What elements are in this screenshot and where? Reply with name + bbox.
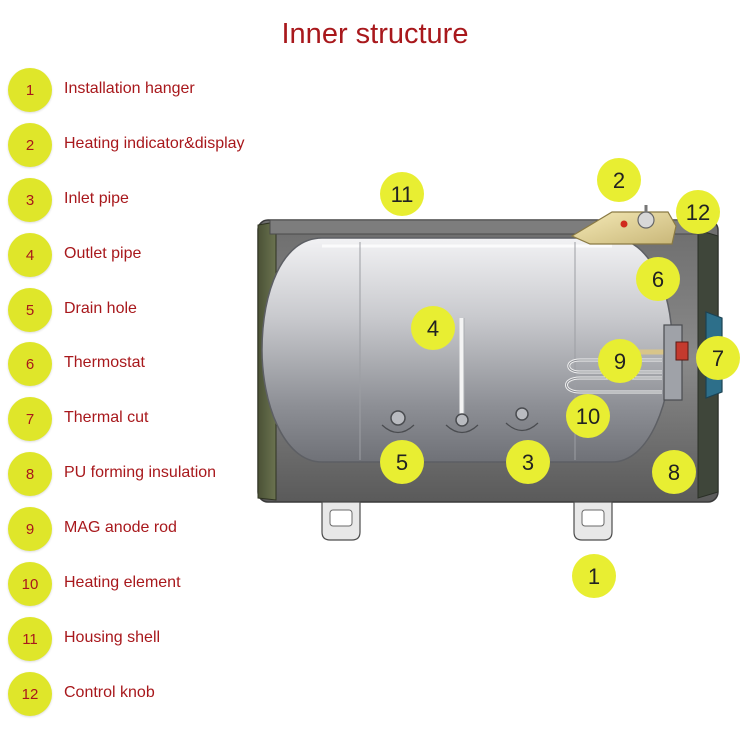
- hanger-slot: [329, 509, 353, 527]
- callout-3: 3: [506, 440, 550, 484]
- thermal-cut-block: [675, 341, 689, 361]
- legend-badge: 4: [8, 233, 52, 277]
- legend-badge: 2: [8, 123, 52, 167]
- control-knob: [637, 211, 655, 229]
- fitting-recess: [445, 424, 479, 434]
- callout-label: 10: [576, 404, 600, 429]
- hanger-slot: [581, 509, 605, 527]
- fitting-recess: [381, 424, 415, 434]
- legend-badge: 1: [8, 68, 52, 112]
- legend-item: 10 Heating element: [8, 562, 293, 606]
- legend-label: Housing shell: [64, 629, 161, 646]
- legend-item: 11 Housing shell: [8, 617, 293, 661]
- callout-label: 9: [614, 349, 626, 374]
- diagram-title: Inner structure: [281, 18, 469, 50]
- callout-12: 12: [676, 190, 720, 234]
- legend-label: Control knob: [64, 684, 155, 701]
- drain-fitting: [390, 410, 406, 426]
- inlet-fitting: [515, 407, 529, 421]
- legend-item: 6 Thermostat: [8, 342, 293, 386]
- indicator-light: [620, 220, 628, 228]
- callout-6: 6: [636, 257, 680, 301]
- legend-label: Thermal cut: [64, 409, 149, 426]
- legend-badge: 11: [8, 617, 52, 661]
- callout-1: 1: [572, 554, 616, 598]
- callout-2: 2: [597, 158, 641, 202]
- legend-badge: 12: [8, 672, 52, 716]
- callout-label: 8: [668, 460, 680, 485]
- callout-label: 12: [686, 200, 710, 225]
- legend: 1 Installation hanger 2 Heating indicato…: [0, 0, 290, 732]
- legend-item: 12 Control knob: [8, 672, 293, 716]
- legend-badge: 10: [8, 562, 52, 606]
- legend-label: Installation hanger: [64, 80, 195, 97]
- legend-label: Drain hole: [64, 300, 137, 317]
- callout-label: 11: [391, 182, 414, 207]
- legend-badge: 6: [8, 342, 52, 386]
- callout-4: 4: [411, 306, 455, 350]
- callout-label: 5: [396, 450, 408, 475]
- fitting-recess: [505, 422, 539, 432]
- legend-badge: 3: [8, 178, 52, 222]
- element-flange: [663, 324, 683, 401]
- legend-label: Thermostat: [64, 354, 145, 371]
- legend-item: 2 Heating indicator&display: [8, 123, 293, 167]
- legend-label: PU forming insulation: [64, 464, 217, 481]
- callout-8: 8: [652, 450, 696, 494]
- legend-label: Heating indicator&display: [64, 135, 245, 152]
- legend-item: 4 Outlet pipe: [8, 233, 293, 277]
- heating-element-outline: [566, 359, 662, 393]
- legend-item: 3 Inlet pipe: [8, 178, 293, 222]
- callout-label: 7: [712, 346, 724, 371]
- legend-label: Heating element: [64, 574, 181, 591]
- legend-label: Inlet pipe: [64, 190, 129, 207]
- callout-5: 5: [380, 440, 424, 484]
- legend-item: 7 Thermal cut: [8, 397, 293, 441]
- legend-item: 1 Installation hanger: [8, 68, 293, 112]
- callout-label: 4: [427, 316, 439, 341]
- callout-9: 9: [598, 339, 642, 383]
- legend-badge: 7: [8, 397, 52, 441]
- callout-label: 1: [588, 564, 600, 589]
- legend-badge: 5: [8, 288, 52, 332]
- callout-label: 6: [652, 267, 664, 292]
- callout-label: 2: [613, 168, 625, 193]
- legend-badge: 9: [8, 507, 52, 551]
- callout-10: 10: [566, 394, 610, 438]
- legend-item: 8 PU forming insulation: [8, 452, 293, 496]
- outlet-fitting: [455, 413, 469, 427]
- legend-item: 9 MAG anode rod: [8, 507, 293, 551]
- control-box: [570, 211, 677, 245]
- legend-item: 5 Drain hole: [8, 288, 293, 332]
- callout-7: 7: [696, 336, 740, 380]
- callout-label: 3: [522, 450, 534, 475]
- legend-badge: 8: [8, 452, 52, 496]
- legend-label: Outlet pipe: [64, 245, 142, 262]
- legend-label: MAG anode rod: [64, 519, 177, 536]
- callout-11: 11: [380, 172, 424, 216]
